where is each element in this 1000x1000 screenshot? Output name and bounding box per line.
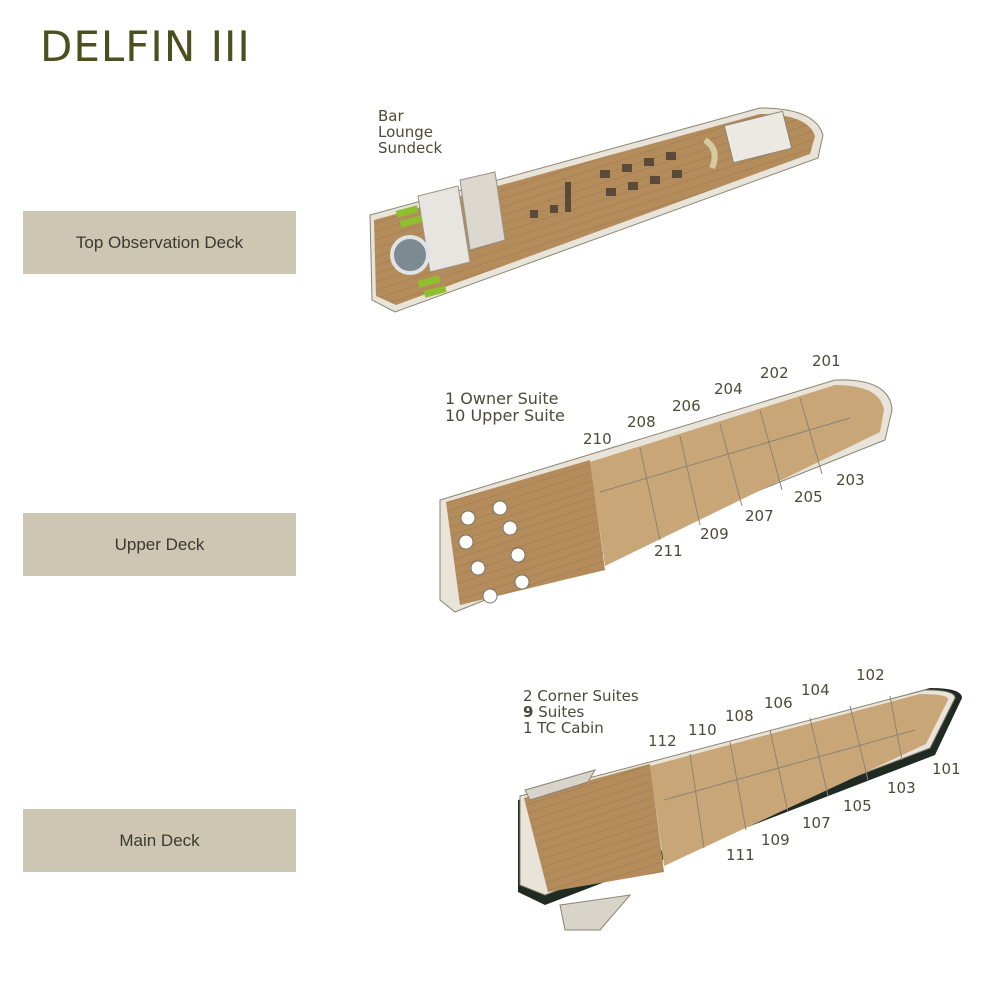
top-deck-plan (369, 107, 824, 313)
cabin-number: 112 (648, 732, 677, 750)
note-text: Suites (533, 703, 585, 721)
cabin-number: 106 (764, 694, 793, 712)
cabin-number: 209 (700, 525, 729, 543)
upper-deck-notes: 1 Owner Suite 10 Upper Suite (445, 390, 565, 424)
note-line: 10 Upper Suite (445, 406, 565, 425)
note-number: 9 (523, 703, 534, 721)
note-line: 2 Corner Suites (523, 687, 639, 705)
cabin-number: 105 (843, 797, 872, 815)
cabin-number: 204 (714, 380, 743, 398)
cabin-number: 107 (802, 814, 831, 832)
cabin-number: 111 (726, 846, 755, 864)
page-title: DELFIN III (40, 22, 251, 71)
cabin-number: 210 (583, 430, 612, 448)
note-line: 1 TC Cabin (523, 719, 604, 737)
upper-deck-plan (439, 379, 893, 613)
deck-label-top-observation[interactable]: Top Observation Deck (23, 211, 296, 274)
deck-label-text: Upper Deck (114, 534, 205, 554)
cabin-number: 206 (672, 397, 701, 415)
cabin-number: 108 (725, 707, 754, 725)
note-line: Lounge (378, 123, 434, 141)
note-line: 1 Owner Suite (445, 389, 559, 408)
deck-label-text: Top Observation Deck (75, 232, 244, 252)
cabin-number: 205 (794, 488, 823, 506)
deck-label-text: Main Deck (119, 830, 200, 850)
top-deck-notes: Bar Lounge Sundeck (378, 108, 442, 156)
cabin-number: 103 (887, 779, 916, 797)
cabin-number: 208 (627, 413, 656, 431)
note-line: Sundeck (378, 139, 443, 157)
cabin-number: 109 (761, 831, 790, 849)
main-deck-plan (518, 688, 962, 931)
cabin-number: 110 (688, 721, 717, 739)
note-line: 9 Suites (523, 704, 639, 720)
cabin-number: 207 (745, 507, 774, 525)
deck-label-main[interactable]: Main Deck (23, 809, 296, 872)
cabin-number: 101 (932, 760, 961, 778)
cabin-number: 202 (760, 364, 789, 382)
cabin-number: 203 (836, 471, 865, 489)
deck-label-upper[interactable]: Upper Deck (23, 513, 296, 576)
note-line: Bar (378, 107, 404, 125)
cabin-number: 201 (812, 352, 841, 370)
cabin-number: 211 (654, 542, 683, 560)
main-deck-notes: 2 Corner Suites 9 Suites 1 TC Cabin (523, 688, 639, 736)
cabin-number: 104 (801, 681, 830, 699)
cabin-number: 102 (856, 666, 885, 684)
